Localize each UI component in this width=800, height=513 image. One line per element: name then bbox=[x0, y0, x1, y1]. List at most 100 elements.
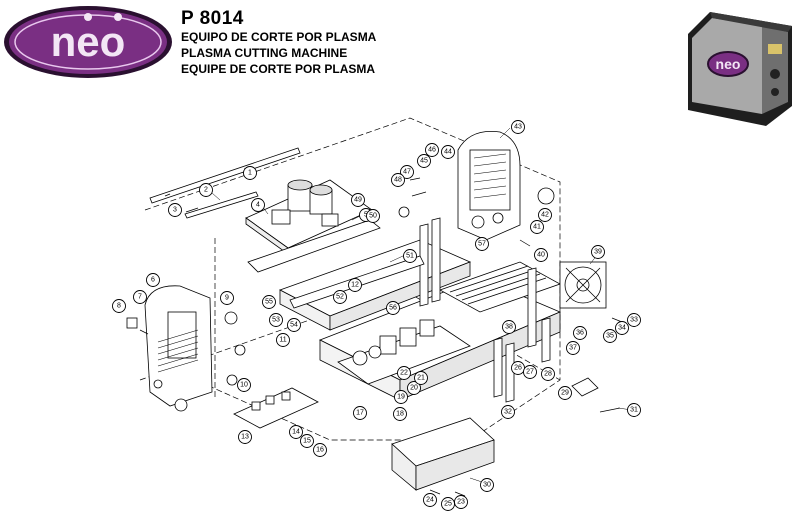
callout-label: 35 bbox=[606, 333, 614, 340]
callout-label: 24 bbox=[426, 497, 434, 504]
callout-label: 46 bbox=[428, 147, 436, 154]
model-number: P 8014 bbox=[181, 8, 244, 29]
callout-9: 9 bbox=[220, 291, 234, 305]
part-top-rail bbox=[149, 147, 301, 204]
callout-56: 56 bbox=[386, 301, 400, 315]
callout-12: 12 bbox=[348, 278, 362, 292]
callout-22: 22 bbox=[397, 366, 411, 380]
callout-44: 44 bbox=[441, 145, 455, 159]
callout-label: 17 bbox=[356, 410, 364, 417]
callout-54: 54 bbox=[287, 318, 301, 332]
callout-label: 32 bbox=[504, 409, 512, 416]
callout-29: 29 bbox=[558, 386, 572, 400]
callout-42: 42 bbox=[538, 208, 552, 222]
callout-16: 16 bbox=[313, 443, 327, 457]
callout-40: 40 bbox=[534, 248, 548, 262]
callout-14: 14 bbox=[289, 425, 303, 439]
logo-text: neo bbox=[51, 18, 126, 65]
callout-35: 35 bbox=[603, 329, 617, 343]
callout-label: 18 bbox=[396, 411, 404, 418]
callout-52: 52 bbox=[333, 290, 347, 304]
callout-30: 30 bbox=[480, 478, 494, 492]
callout-label: 1 bbox=[248, 170, 252, 177]
callout-label: 21 bbox=[417, 375, 425, 382]
callout-label: 55 bbox=[265, 299, 273, 306]
callout-label: 15 bbox=[303, 438, 311, 445]
callout-label: 37 bbox=[569, 345, 577, 352]
callout-label: 23 bbox=[457, 499, 465, 506]
callout-label: 3 bbox=[173, 207, 177, 214]
callout-15: 15 bbox=[300, 434, 314, 448]
page-header: neo P 8014 EQUIPO DE CORTE POR PLASMA PL… bbox=[0, 0, 800, 126]
callout-label: 8 bbox=[117, 303, 121, 310]
callout-label: 34 bbox=[618, 325, 626, 332]
part-control-pcb bbox=[233, 387, 319, 429]
callout-43: 43 bbox=[511, 120, 525, 134]
callout-34: 34 bbox=[615, 321, 629, 335]
part-front-panel bbox=[144, 285, 213, 407]
callout-label: 31 bbox=[630, 407, 638, 414]
callout-1: 1 bbox=[243, 166, 257, 180]
callout-label: 22 bbox=[400, 370, 408, 377]
callout-10: 10 bbox=[237, 378, 251, 392]
part-bottom-cover bbox=[391, 417, 495, 491]
callout-label: 53 bbox=[272, 317, 280, 324]
callout-label: 57 bbox=[478, 241, 486, 248]
callout-label: 14 bbox=[292, 429, 300, 436]
callout-label: 38 bbox=[505, 324, 513, 331]
part-rear-panel bbox=[457, 131, 521, 241]
callout-51: 51 bbox=[403, 249, 417, 263]
callout-label: 47 bbox=[403, 169, 411, 176]
callout-label: 29 bbox=[561, 390, 569, 397]
callout-label: 36 bbox=[576, 330, 584, 337]
callout-label: 26 bbox=[514, 365, 522, 372]
callout-label: 5 bbox=[364, 212, 368, 219]
callout-label: 4 bbox=[256, 202, 260, 209]
callout-25: 25 bbox=[441, 497, 455, 511]
callout-24: 24 bbox=[423, 493, 437, 507]
neo-logo: neo bbox=[4, 6, 172, 78]
callout-label: 16 bbox=[316, 447, 324, 454]
callout-label: 9 bbox=[225, 295, 229, 302]
callout-41: 41 bbox=[530, 220, 544, 234]
callout-38: 38 bbox=[502, 320, 516, 334]
description-fr: EQUIPE DE CORTE POR PLASMA bbox=[181, 62, 376, 76]
callout-4: 4 bbox=[251, 198, 265, 212]
callout-label: 7 bbox=[138, 294, 142, 301]
callout-53: 53 bbox=[269, 313, 283, 327]
callout-label: 50 bbox=[369, 213, 377, 220]
callout-26: 26 bbox=[511, 361, 525, 375]
callout-label: 11 bbox=[279, 337, 286, 344]
callout-32: 32 bbox=[501, 405, 515, 419]
callout-label: 52 bbox=[336, 294, 344, 301]
exploded-parts-diagram: 1234567891011121314151617181920212223242… bbox=[112, 117, 641, 511]
callout-46: 46 bbox=[425, 143, 439, 157]
callout-27: 27 bbox=[523, 365, 537, 379]
callout-28: 28 bbox=[541, 367, 555, 381]
callout-label: 51 bbox=[406, 253, 414, 260]
callout-31: 31 bbox=[627, 403, 641, 417]
callout-label: 54 bbox=[290, 322, 298, 329]
callout-17: 17 bbox=[353, 406, 367, 420]
callout-label: 43 bbox=[514, 124, 522, 131]
callout-label: 48 bbox=[394, 177, 402, 184]
callout-33: 33 bbox=[627, 313, 641, 327]
callout-23: 23 bbox=[454, 495, 468, 509]
callout-label: 28 bbox=[544, 371, 552, 378]
callout-3: 3 bbox=[168, 203, 182, 217]
callout-label: 25 bbox=[444, 501, 452, 508]
callout-label: 2 bbox=[204, 187, 208, 194]
callout-6: 6 bbox=[146, 273, 160, 287]
description-en: PLASMA CUTTING MACHINE bbox=[181, 46, 348, 60]
callout-label: 20 bbox=[410, 385, 418, 392]
callout-label: 33 bbox=[630, 317, 638, 324]
callout-45: 45 bbox=[417, 154, 431, 168]
callout-8: 8 bbox=[112, 299, 126, 313]
callout-57: 57 bbox=[475, 237, 489, 251]
callout-label: 19 bbox=[397, 394, 405, 401]
callout-label: 40 bbox=[537, 252, 545, 259]
part-fan bbox=[559, 261, 607, 309]
callout-55: 55 bbox=[262, 295, 276, 309]
callout-label: 56 bbox=[389, 305, 397, 312]
callout-label: 39 bbox=[594, 249, 602, 256]
